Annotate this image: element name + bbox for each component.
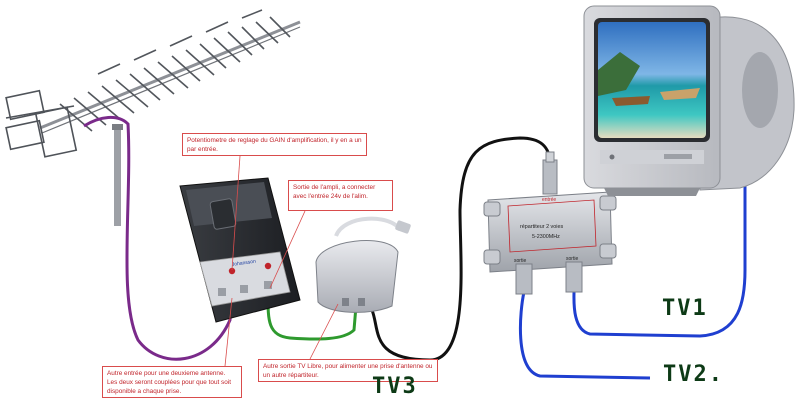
television-icon xyxy=(583,5,795,196)
splitter-to-tv1-cable xyxy=(572,185,747,338)
label-tv2: TV2. xyxy=(663,362,724,387)
amplifier-brand: Johansson xyxy=(231,259,256,268)
splitter-out-left: sortie xyxy=(514,258,526,264)
power-supply-icon xyxy=(315,216,411,313)
splitter-icon xyxy=(483,151,617,295)
amplifier-icon xyxy=(179,177,301,323)
antenna-icon xyxy=(5,9,301,226)
callout-free-tv-output: Autre sortie TV Libre, pour alimenter un… xyxy=(258,359,438,382)
callout-amplifier-output: Sortie de l'ampli, a connecter avec l'en… xyxy=(288,180,393,211)
antenna-cable xyxy=(83,116,234,361)
splitter-to-tv2-cable xyxy=(518,291,651,380)
label-tv1: TV1 xyxy=(662,296,708,321)
amp-to-psu-cable xyxy=(266,295,358,341)
splitter-range: 5-2300MHz xyxy=(532,234,560,240)
label-tv3: TV3 xyxy=(372,374,418,399)
splitter-name: répartiteur 2 voies xyxy=(520,224,563,230)
callout-second-antenna-input: Autre entrée pour une deuxieme antenne. … xyxy=(102,366,242,398)
splitter-input-label: entrée xyxy=(542,197,556,203)
splitter-out-right: sortie xyxy=(566,256,578,262)
psu-to-splitter-cable xyxy=(370,136,552,362)
callout-gain-potentiometer: Potentiometre de reglage du GAIN d'ampli… xyxy=(182,133,367,156)
